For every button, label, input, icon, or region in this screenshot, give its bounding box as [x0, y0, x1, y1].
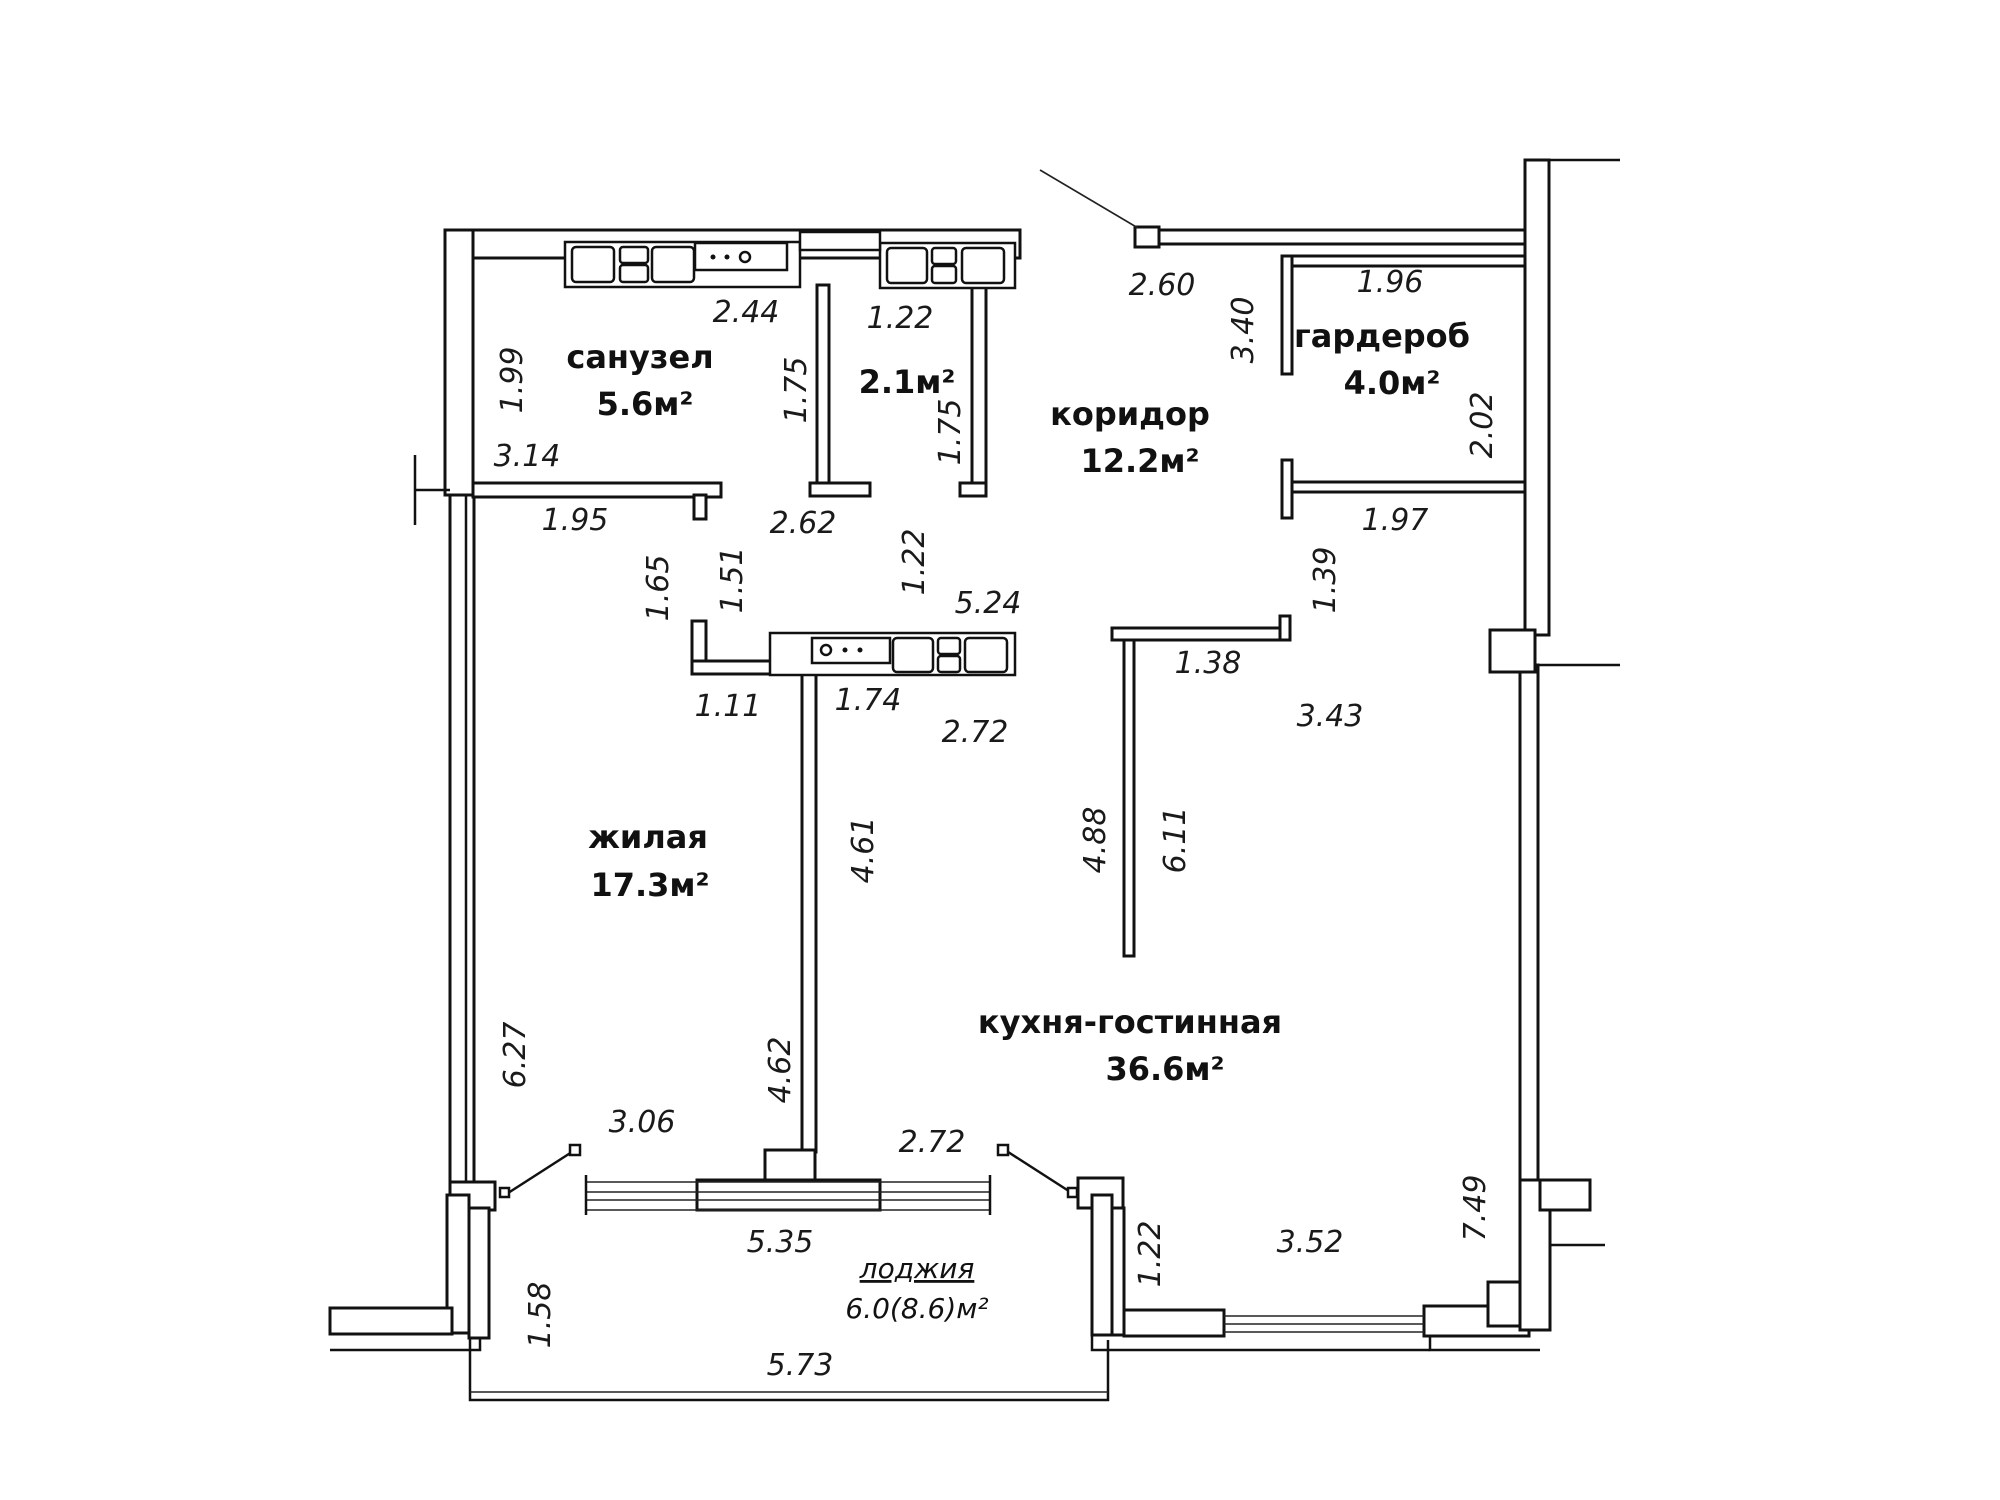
dim-label: 5.35: [747, 1225, 814, 1260]
dim-label: 3.14: [494, 439, 561, 474]
dim-label: 1.96: [1357, 265, 1424, 300]
bathroom-area: 5.6м²: [597, 385, 694, 423]
dim-label: 2.02: [1465, 392, 1500, 459]
corridor-name: коридор: [1050, 395, 1210, 433]
dim-label: 1.39: [1308, 547, 1343, 614]
plumbing-fixtures: [563, 230, 1017, 677]
dim-label: 1.95: [542, 503, 609, 538]
dim-label: 2.44: [713, 295, 780, 330]
dim-label: 2.72: [899, 1125, 966, 1160]
kitchen-living-name: кухня-гостинная: [978, 1003, 1282, 1041]
loggia-name: лоджия: [859, 1252, 975, 1285]
loggia-area: 6.0(8.6)м²: [845, 1292, 988, 1325]
dimension-labels: 2.44 1.22 1.99 1.75 1.75 3.14 1.95 2.62 …: [494, 265, 1500, 1383]
living-room-area: 17.3м²: [590, 866, 709, 904]
dim-label: 3.40: [1226, 297, 1261, 364]
dim-label: 6.11: [1158, 807, 1193, 874]
dim-label: 1.38: [1175, 646, 1242, 681]
wardrobe-area: 4.0м²: [1344, 364, 1441, 402]
dim-label: 6.27: [498, 1022, 533, 1089]
wc-area: 2.1м²: [859, 363, 956, 401]
dim-label: 4.88: [1078, 807, 1113, 874]
living-room-name: жилая: [588, 818, 708, 856]
dim-label: 2.60: [1129, 268, 1196, 303]
dim-label: 1.99: [495, 347, 530, 414]
dim-label: 5.24: [955, 586, 1022, 621]
kitchen-living-area: 36.6м²: [1105, 1050, 1224, 1088]
dim-label: 1.11: [695, 689, 762, 724]
corridor-area: 12.2м²: [1080, 442, 1199, 480]
dim-label: 1.22: [867, 301, 934, 336]
dim-label: 1.75: [933, 399, 968, 466]
dim-label: 1.51: [715, 547, 750, 614]
dim-label: 4.62: [763, 1037, 798, 1104]
dim-label: 2.72: [942, 715, 1009, 750]
dim-label: 3.43: [1297, 699, 1364, 734]
dim-label: 1.75: [779, 357, 814, 424]
dim-label: 1.22: [897, 529, 932, 596]
dim-label: 3.06: [609, 1105, 676, 1140]
dim-label: 1.97: [1362, 503, 1429, 538]
dim-label: 1.22: [1133, 1221, 1168, 1288]
bathroom-name: санузел: [566, 338, 713, 376]
dim-label: 1.58: [523, 1282, 558, 1349]
dim-label: 4.61: [846, 817, 881, 884]
dim-label: 3.52: [1277, 1225, 1344, 1260]
wardrobe-name: гардероб: [1294, 317, 1470, 355]
walls: [328, 158, 1620, 1402]
dim-label: 7.49: [1458, 1175, 1493, 1242]
dim-label: 2.62: [770, 506, 837, 541]
dim-label: 1.65: [641, 555, 676, 622]
dim-label: 1.74: [835, 683, 902, 718]
dim-label: 5.73: [767, 1348, 834, 1383]
